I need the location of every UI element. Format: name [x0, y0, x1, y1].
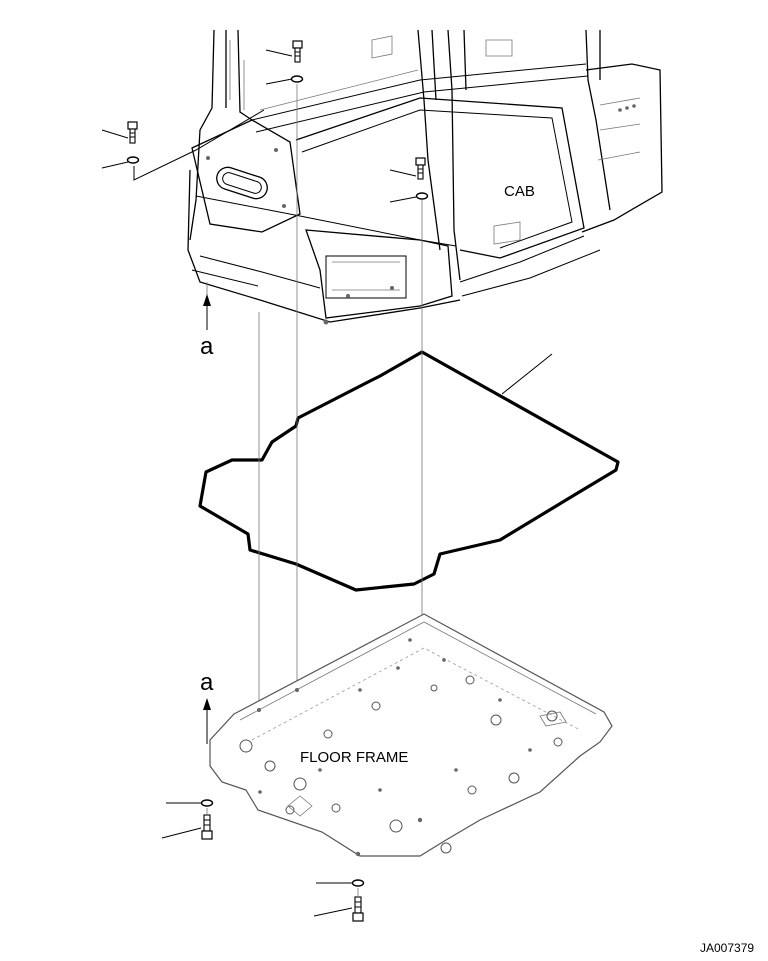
upper-bolt-1	[292, 40, 303, 63]
lower-bolt-2	[352, 896, 364, 922]
upper-bolt-2	[127, 121, 138, 144]
upper-washer-1	[290, 75, 304, 83]
view-arrow-lower	[203, 698, 211, 744]
cab-label: CAB	[504, 183, 535, 200]
upper-washer-3	[415, 192, 429, 200]
upper-washer-2	[126, 156, 140, 164]
view-arrow-upper	[203, 294, 211, 330]
view-arrow-lower-label: a	[200, 669, 214, 696]
lower-washer-2	[351, 879, 365, 887]
upper-leader-lines	[101, 49, 553, 395]
upper-bolt-3	[415, 157, 426, 180]
gasket-seal	[198, 350, 620, 592]
view-arrow-upper-label: a	[200, 333, 214, 360]
lower-bolt-1	[201, 814, 213, 840]
drawing-number: JA007379	[700, 941, 754, 955]
cab-structure	[187, 29, 663, 325]
floor-frame	[209, 613, 613, 857]
lower-leader-lines	[161, 802, 359, 917]
lower-washer-1	[200, 799, 214, 807]
floor-frame-label: FLOOR FRAME	[300, 749, 408, 766]
